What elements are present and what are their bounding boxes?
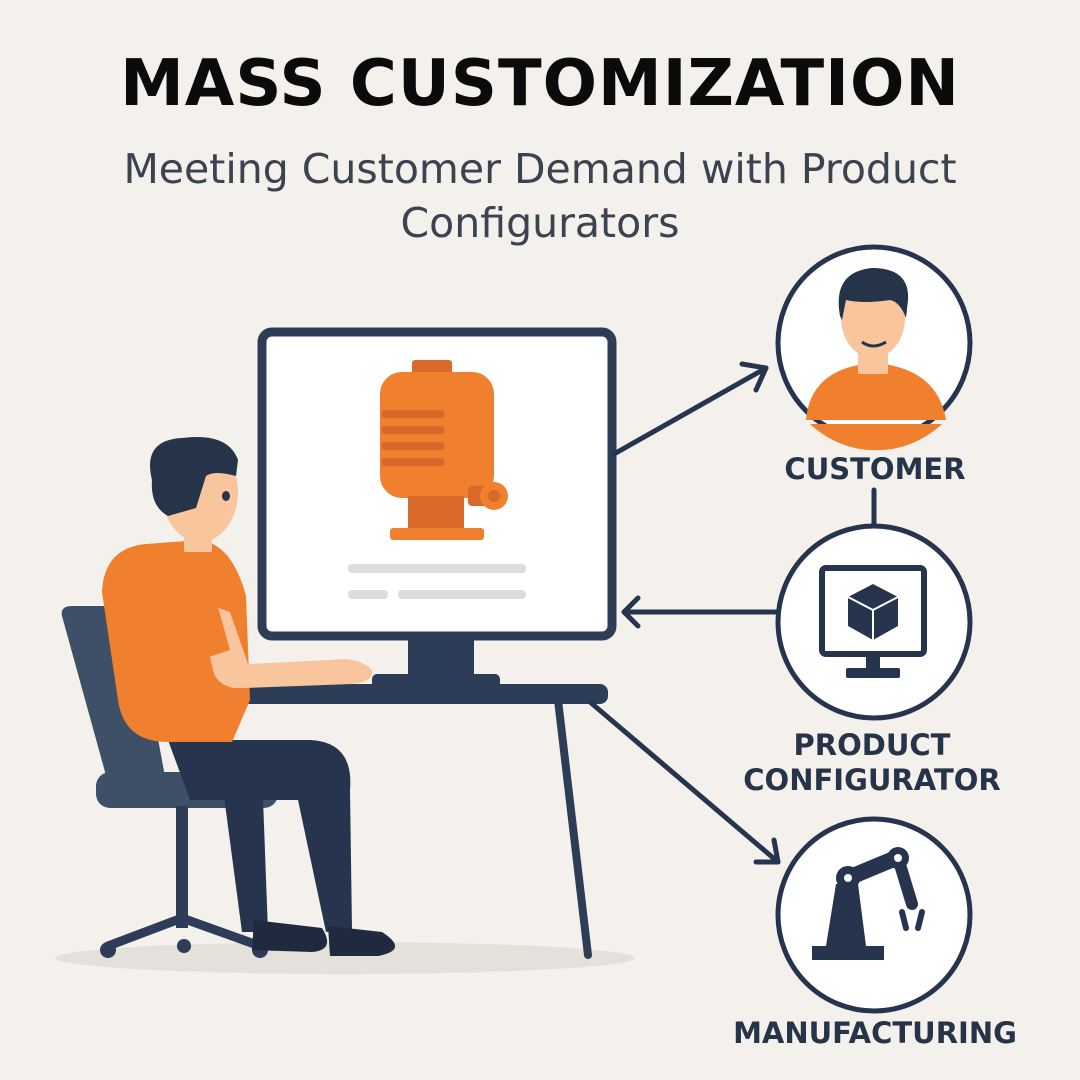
screen-text-placeholder	[348, 564, 526, 599]
person-at-computer	[102, 436, 396, 956]
customer-label: CUSTOMER	[784, 452, 966, 486]
product-motor-icon	[380, 360, 508, 540]
monitor	[257, 327, 617, 688]
configurator-node	[775, 523, 973, 721]
manufacturing-node	[775, 816, 973, 1014]
product-configurator-label: PRODUCT CONFIGURATOR	[743, 728, 1001, 797]
customer-avatar-icon	[806, 268, 946, 451]
manufacturing-label: MANUFACTURING	[733, 1016, 1017, 1050]
page-subtitle: Meeting Customer Demand with Product Con…	[123, 145, 957, 247]
monitor-cube-icon	[819, 565, 927, 678]
page-title: MASS CUSTOMIZATION	[120, 47, 960, 121]
floor-shadow	[55, 942, 635, 974]
desk	[200, 684, 608, 959]
robot-arm-icon	[812, 847, 925, 960]
connector-arrows	[587, 361, 877, 865]
customer-node	[775, 244, 973, 451]
